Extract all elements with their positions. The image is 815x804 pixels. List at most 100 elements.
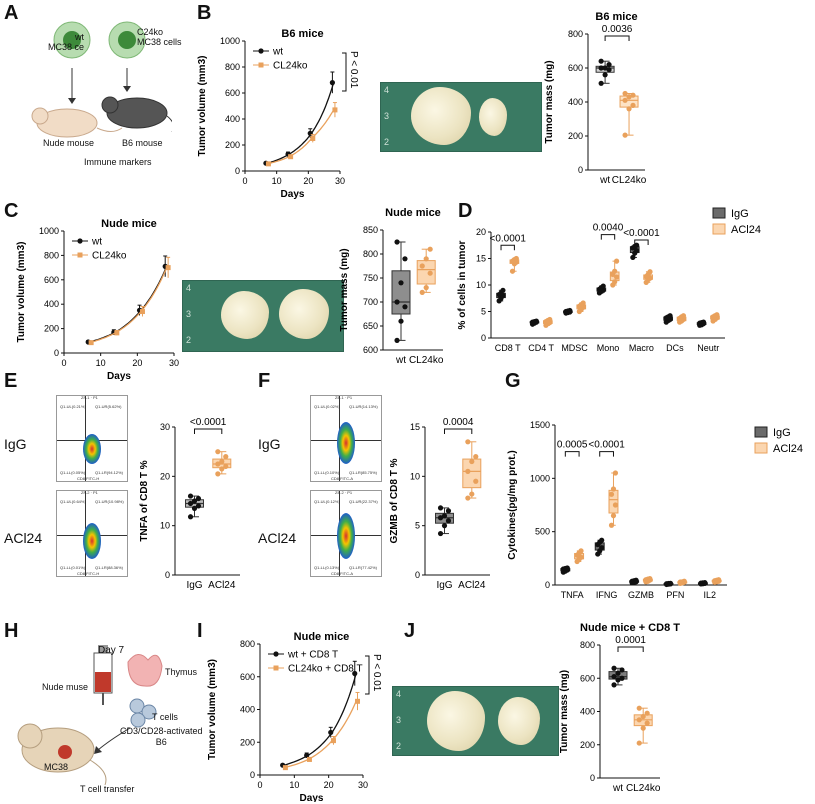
d-immune-4-1-point [647, 269, 653, 275]
e-tnfa-1-point [219, 466, 225, 472]
c-growth-series-line [89, 266, 168, 343]
f-gzmb-ytick-label: 0 [415, 570, 420, 580]
e-tnfa-ytick-label: 10 [160, 521, 170, 531]
d-immune-5-1-point [680, 313, 687, 319]
b-growth-legend-marker [258, 48, 264, 54]
c-mass-1-point [427, 270, 433, 276]
c-mass-ytick-label: 650 [363, 321, 378, 331]
b-growth-xtick-label: 0 [242, 176, 247, 186]
b-mass-1-point [626, 94, 632, 100]
b-growth-ytick-label: 400 [225, 114, 240, 124]
i-growth-ytick-label: 0 [250, 770, 255, 780]
panel-label-b: B [197, 2, 212, 24]
f-gzmb-bracket [444, 428, 473, 434]
h-transfer-label: T cell transfer [80, 784, 135, 794]
c-mass-title: Nude mice [385, 207, 441, 219]
j-mass-bracket [617, 646, 644, 652]
c-mass-0-point [394, 299, 400, 305]
j-mass-1-point [636, 717, 642, 723]
d-immune-3-0-point [600, 283, 606, 289]
e-tnfa-0-point [187, 500, 194, 507]
flowE1-gate-lr: Q1-LR(94.12%) [95, 470, 124, 475]
flowE1-gate-ur: Q1-UR(5.62%) [95, 404, 122, 409]
c-mass-ytick-label: 800 [363, 249, 378, 259]
j-mass-0-point [611, 665, 617, 671]
flowF1-gate-lr: Q1-LR(85.75%) [349, 470, 378, 475]
i-growth-point [330, 738, 336, 744]
c-growth-xtick-label: 30 [169, 358, 179, 368]
g-cytokines-bracket [564, 451, 580, 457]
b-growth-point [329, 80, 335, 86]
j-mass-0-point [611, 682, 617, 688]
c-mass-ytick-label: 850 [363, 225, 378, 235]
e-tnfa-category-label: IgG [186, 580, 202, 591]
b-mass-0-point [606, 62, 612, 68]
c-mass-1-point [419, 289, 425, 295]
d-immune-ytick-label: 10 [476, 280, 486, 290]
c-growth-point [165, 265, 171, 271]
d-immune-6-0-point [700, 319, 707, 325]
c-growth-legend-marker [77, 238, 83, 244]
b-growth-xtick-label: 20 [303, 176, 313, 186]
e-tnfa-0-point [195, 495, 202, 502]
flowE1-gate-ll: Q1-LL(0.05%) [60, 470, 86, 475]
d-immune-3-1-point [613, 258, 620, 264]
b-mass-1-point [622, 90, 628, 97]
f-gzmb-1-point [469, 458, 475, 465]
e-tnfa-pvalue: <0.0001 [190, 417, 227, 428]
c-mass-0-point [398, 318, 404, 324]
i-growth-point [352, 670, 358, 677]
j-mass-title: Nude mice + CD8 T [580, 622, 680, 634]
d-immune-ytick-label: 0 [481, 333, 486, 343]
d-immune-legend-swatch [712, 223, 726, 235]
c-growth-ytick-label: 800 [44, 250, 59, 260]
g-cytokines-pvalue: <0.0001 [588, 440, 625, 451]
j-mass-pvalue: 0.0001 [615, 635, 646, 646]
e-tnfa-1-point [219, 458, 225, 465]
i-growth-point [306, 756, 312, 762]
c-growth-xtick-label: 0 [61, 358, 66, 368]
b-mass-0-point [602, 72, 608, 78]
h-nude-label: Nude muse [42, 682, 89, 692]
d-immune-ytick-label: 15 [476, 254, 486, 264]
d-immune-pvalue: <0.0001 [623, 228, 660, 239]
flowF1-xlabel: CD8 FITC-A [331, 476, 353, 481]
i-growth-ytick-label: 400 [240, 705, 255, 715]
b-growth-xlabel: Days [281, 189, 305, 199]
c-mass-1-point [423, 256, 429, 262]
b-mass-ytick-label: 200 [568, 131, 583, 141]
f-gzmb-pvalue: 0.0004 [443, 417, 474, 428]
d-immune-bracket [600, 234, 616, 240]
b-mass-0-point [598, 80, 604, 86]
j-mass-1-point [640, 713, 646, 720]
d-immune-4-0-point [634, 247, 640, 254]
b-mass-1-point [630, 92, 636, 98]
c-mass-0-point [398, 280, 404, 286]
c-mass-ytick-label: 700 [363, 297, 378, 307]
b-mass-ytick-label: 600 [568, 63, 583, 73]
b6-mouse-label: B6 mouse [122, 138, 163, 148]
i-growth-pvalue: P < 0.01 [371, 654, 382, 692]
panel-label-i: I [197, 620, 203, 642]
b-mass-0-point [602, 65, 608, 71]
j-mass-category-label: wt [612, 783, 623, 794]
flowF1-density-blob [337, 422, 355, 464]
b-growth-ytick-label: 600 [225, 88, 240, 98]
f-gzmb-ytick-label: 15 [410, 422, 420, 432]
c-growth-xtick-label: 20 [132, 358, 142, 368]
b-growth-point [332, 107, 338, 113]
flowE1-gate-title: ZF-1 · P1 [81, 395, 98, 400]
g-cytokines-legend-swatch [754, 426, 768, 438]
f-gzmb-ylabel: GZMB of CD8 T % [389, 458, 400, 543]
d-immune-0-0-point [500, 287, 506, 293]
g-cytokines-category-label: GZMB [628, 590, 654, 600]
g-cytokines-2-1-point [647, 576, 653, 582]
d-immune-2-0-point [567, 307, 573, 314]
g-cytokines-legend-label: ACl24 [773, 443, 803, 455]
